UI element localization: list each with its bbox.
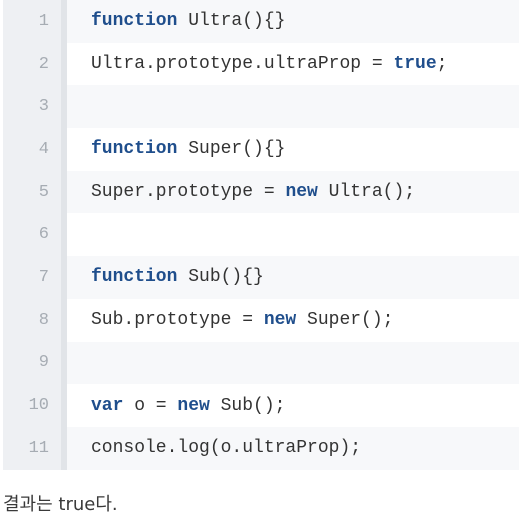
- code-token: console.log(o.ultraProp);: [91, 438, 362, 459]
- result-text: 결과는 true다.: [3, 494, 118, 515]
- code-text: function Sub(){}: [67, 267, 264, 287]
- code-token: Super.prototype =: [91, 182, 286, 203]
- code-text: function Super(){}: [67, 139, 285, 159]
- code-keyword: true: [393, 54, 437, 75]
- code-token: Ultra.prototype.ultraProp =: [91, 54, 394, 75]
- code-token: Ultra(){}: [177, 11, 286, 32]
- code-keyword: new: [263, 310, 297, 331]
- code-text: function Ultra(){}: [67, 11, 285, 31]
- code-text: console.log(o.ultraProp);: [67, 438, 361, 458]
- line-number: 10: [3, 384, 67, 427]
- code-keyword: new: [177, 395, 210, 416]
- line-number: 7: [3, 256, 67, 299]
- line-number: 2: [3, 42, 67, 86]
- line-number: 5: [3, 170, 67, 214]
- line-number: 8: [3, 298, 67, 342]
- code-text: Ultra.prototype.ultraProp = true;: [67, 54, 447, 74]
- code-line: 3: [3, 85, 519, 129]
- code-keyword: new: [285, 182, 318, 203]
- line-number: 6: [3, 213, 67, 257]
- code-token: Super();: [296, 310, 394, 331]
- code-keyword: function: [91, 139, 178, 160]
- line-number: 11: [3, 426, 67, 470]
- code-line: 11 console.log(o.ultraProp);: [3, 426, 519, 470]
- code-line: 9: [3, 341, 519, 385]
- code-token: Sub(){}: [177, 267, 264, 288]
- code-text: var o = new Sub();: [67, 396, 285, 416]
- code-text: Sub.prototype = new Super();: [67, 310, 393, 330]
- line-number: 4: [3, 128, 67, 171]
- code-token: Sub.prototype =: [91, 310, 264, 331]
- code-token: Ultra();: [317, 182, 416, 203]
- line-number: 1: [3, 0, 67, 43]
- line-number: 3: [3, 85, 67, 129]
- code-keyword: var: [91, 395, 124, 416]
- code-keyword: function: [91, 267, 178, 288]
- code-token: Super(){}: [177, 139, 286, 160]
- code-line: 6: [3, 213, 519, 257]
- code-text: Super.prototype = new Ultra();: [67, 182, 415, 202]
- code-token: o =: [123, 395, 178, 416]
- code-token: ;: [436, 54, 448, 75]
- code-keyword: function: [91, 11, 178, 32]
- line-number: 9: [3, 341, 67, 385]
- code-token: Sub();: [209, 395, 286, 416]
